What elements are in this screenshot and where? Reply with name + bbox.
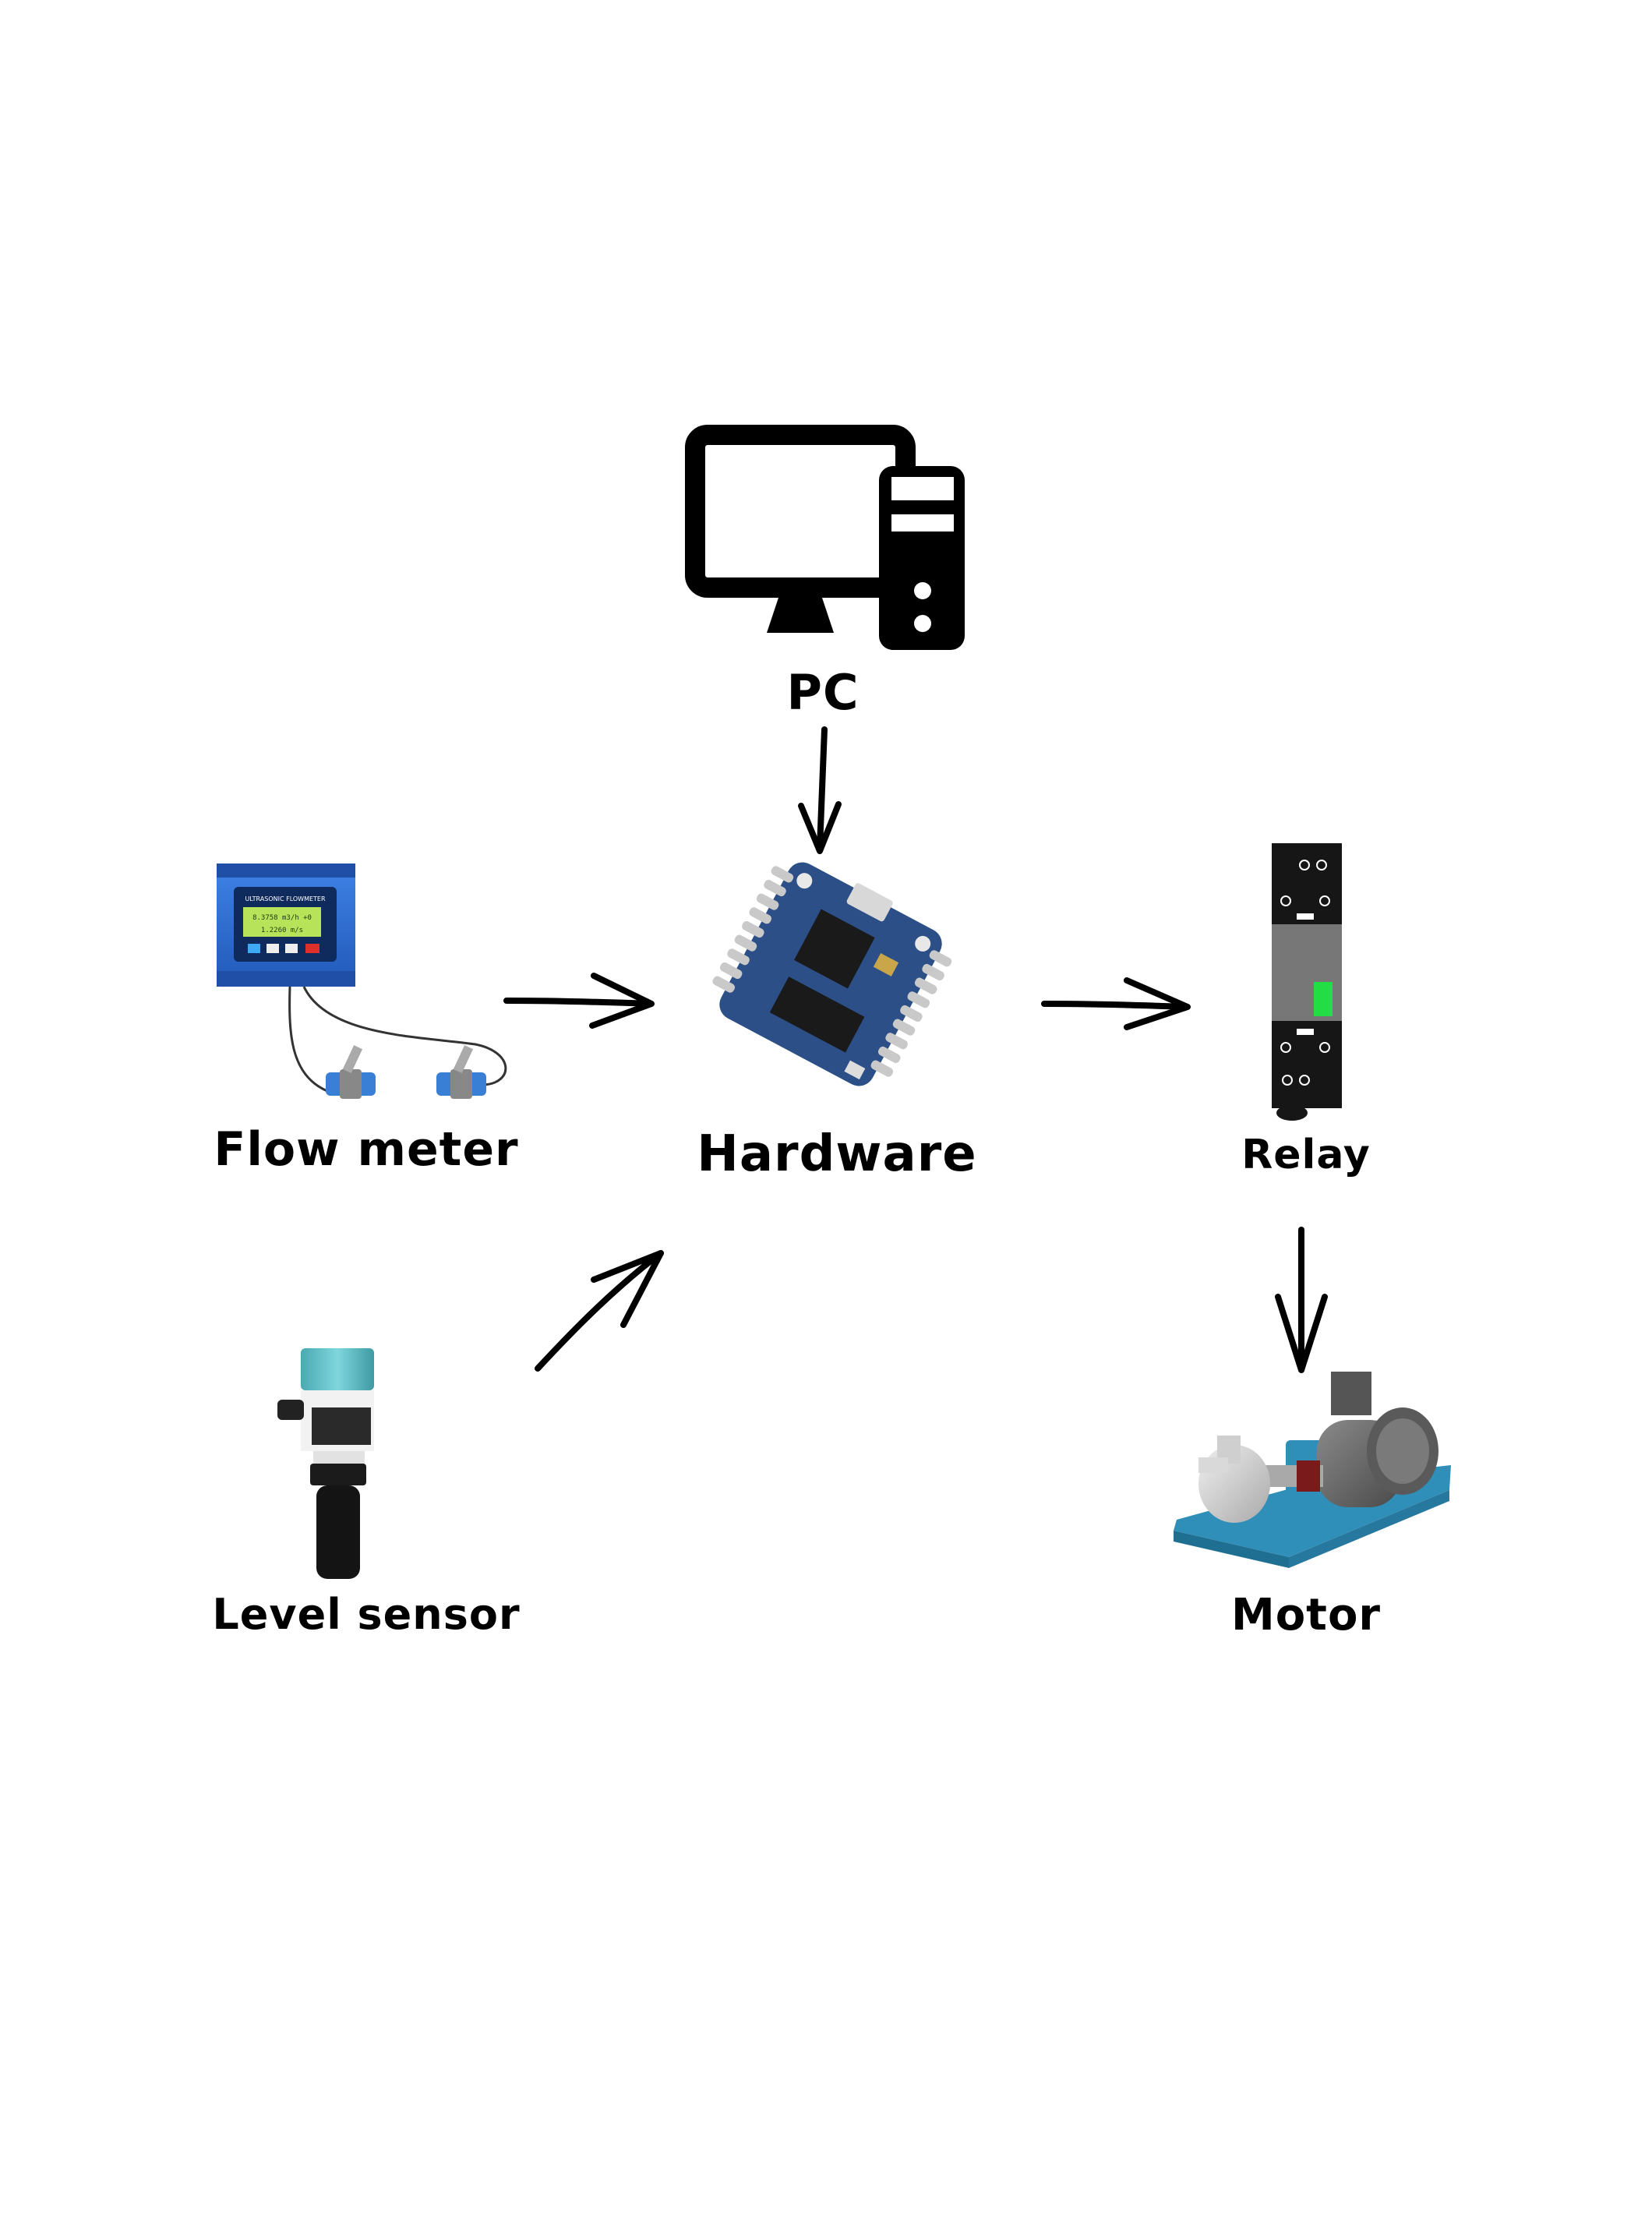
flow-meter-header: ULTRASONIC FLOWMETER bbox=[245, 895, 326, 902]
ultrasonic-level-sensor-icon bbox=[277, 1348, 374, 1579]
arrow-levelsensor-to-hardware bbox=[535, 1250, 664, 1372]
flow-meter-display-line2: 1.2260 m/s bbox=[261, 927, 303, 934]
flow-meter-label: Flow meter bbox=[214, 1122, 519, 1177]
motor-label: Motor bbox=[1230, 1590, 1382, 1640]
arrow-hardware-to-relay bbox=[1041, 977, 1191, 1030]
desktop-computer-icon bbox=[685, 425, 965, 650]
arrow-relay-to-motor bbox=[1275, 1227, 1328, 1373]
flow-meter-display-line1: 8.3758 m3/h +0 bbox=[252, 914, 312, 922]
arrow-flowmeter-to-hardware bbox=[503, 973, 655, 1029]
ultrasonic-flow-meter-icon: ULTRASONIC FLOWMETER 8.3758 m3/h +0 1.22… bbox=[217, 863, 507, 1099]
microcontroller-board-icon bbox=[712, 862, 952, 1086]
pc-label: PC bbox=[786, 664, 860, 721]
level-sensor-label: Level sensor bbox=[212, 1590, 521, 1639]
motor-pump-icon bbox=[1174, 1372, 1451, 1568]
arrow-pc-to-hardware bbox=[798, 726, 842, 854]
relay-icon bbox=[1272, 843, 1342, 1121]
hardware-label: Hardware bbox=[697, 1125, 977, 1183]
relay-label: Relay bbox=[1241, 1132, 1371, 1178]
